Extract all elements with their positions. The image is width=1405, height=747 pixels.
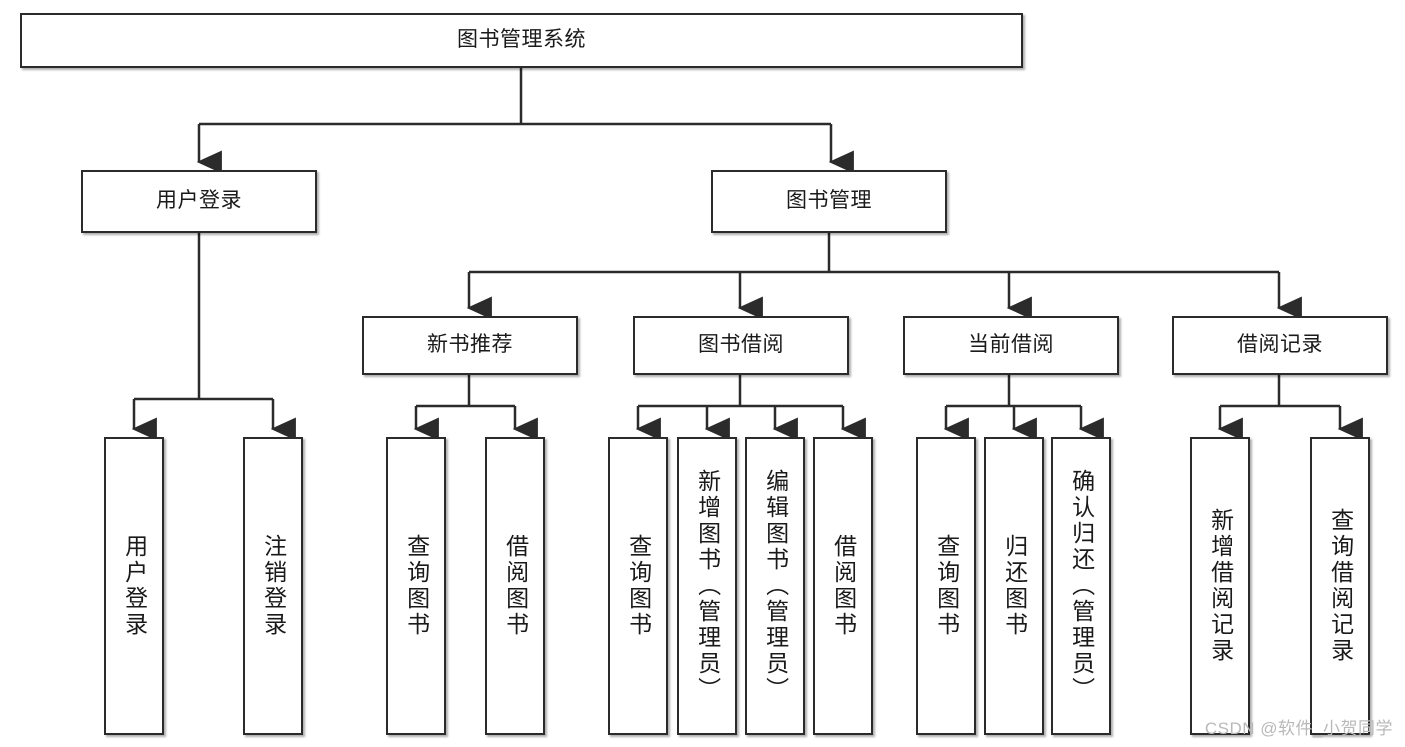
leaf-logout-label: 注销登录: [260, 534, 287, 638]
node-book-borrow-label: 图书借阅: [698, 333, 784, 357]
node-root[interactable]: 图书管理系统: [20, 13, 1023, 68]
node-borrow-record-label: 借阅记录: [1237, 333, 1323, 357]
node-book-borrow[interactable]: 图书借阅: [633, 316, 849, 375]
leaf-borrow-book-recommend[interactable]: 借阅图书: [485, 437, 545, 735]
node-current-borrow-label: 当前借阅: [968, 333, 1054, 357]
leaf-query-book-current[interactable]: 查询图书: [916, 437, 976, 735]
node-book-management-label: 图书管理: [786, 189, 872, 213]
leaf-user-login-label: 用户登录: [121, 534, 148, 638]
leaf-query-book-borrow[interactable]: 查询图书: [608, 437, 668, 735]
leaf-return-book[interactable]: 归还图书: [984, 437, 1044, 735]
node-borrow-record[interactable]: 借阅记录: [1172, 316, 1388, 375]
leaf-add-book-admin[interactable]: 新增图书（管理员）: [677, 437, 737, 735]
leaf-add-book-admin-label: 新增图书（管理员）: [694, 469, 721, 703]
leaf-query-borrow-record-label: 查询借阅记录: [1327, 508, 1354, 664]
node-user-login[interactable]: 用户登录: [81, 170, 317, 233]
node-user-login-label: 用户登录: [156, 189, 242, 213]
leaf-confirm-return-admin[interactable]: 确认归还（管理员）: [1051, 437, 1111, 735]
leaf-borrow-book[interactable]: 借阅图书: [813, 437, 873, 735]
leaf-confirm-return-admin-label: 确认归还（管理员）: [1068, 469, 1095, 703]
leaf-user-login[interactable]: 用户登录: [104, 437, 164, 735]
leaf-query-borrow-record[interactable]: 查询借阅记录: [1310, 437, 1370, 735]
leaf-add-borrow-record-label: 新增借阅记录: [1207, 508, 1234, 664]
node-root-label: 图书管理系统: [457, 28, 586, 52]
leaf-borrow-book-recommend-label: 借阅图书: [502, 534, 529, 638]
leaf-query-book-recommend-label: 查询图书: [403, 534, 430, 638]
leaf-edit-book-admin-label: 编辑图书（管理员）: [762, 469, 789, 703]
node-current-borrow[interactable]: 当前借阅: [903, 316, 1119, 375]
node-book-management[interactable]: 图书管理: [711, 170, 947, 233]
leaf-query-book-borrow-label: 查询图书: [625, 534, 652, 638]
leaf-borrow-book-label: 借阅图书: [830, 534, 857, 638]
leaf-return-book-label: 归还图书: [1001, 534, 1028, 638]
leaf-query-book-current-label: 查询图书: [933, 534, 960, 638]
leaf-edit-book-admin[interactable]: 编辑图书（管理员）: [745, 437, 805, 735]
leaf-query-book-recommend[interactable]: 查询图书: [386, 437, 446, 735]
node-new-book-recommend-label: 新书推荐: [427, 333, 513, 357]
leaf-add-borrow-record[interactable]: 新增借阅记录: [1190, 437, 1250, 735]
leaf-logout[interactable]: 注销登录: [243, 437, 303, 735]
node-new-book-recommend[interactable]: 新书推荐: [362, 316, 578, 375]
